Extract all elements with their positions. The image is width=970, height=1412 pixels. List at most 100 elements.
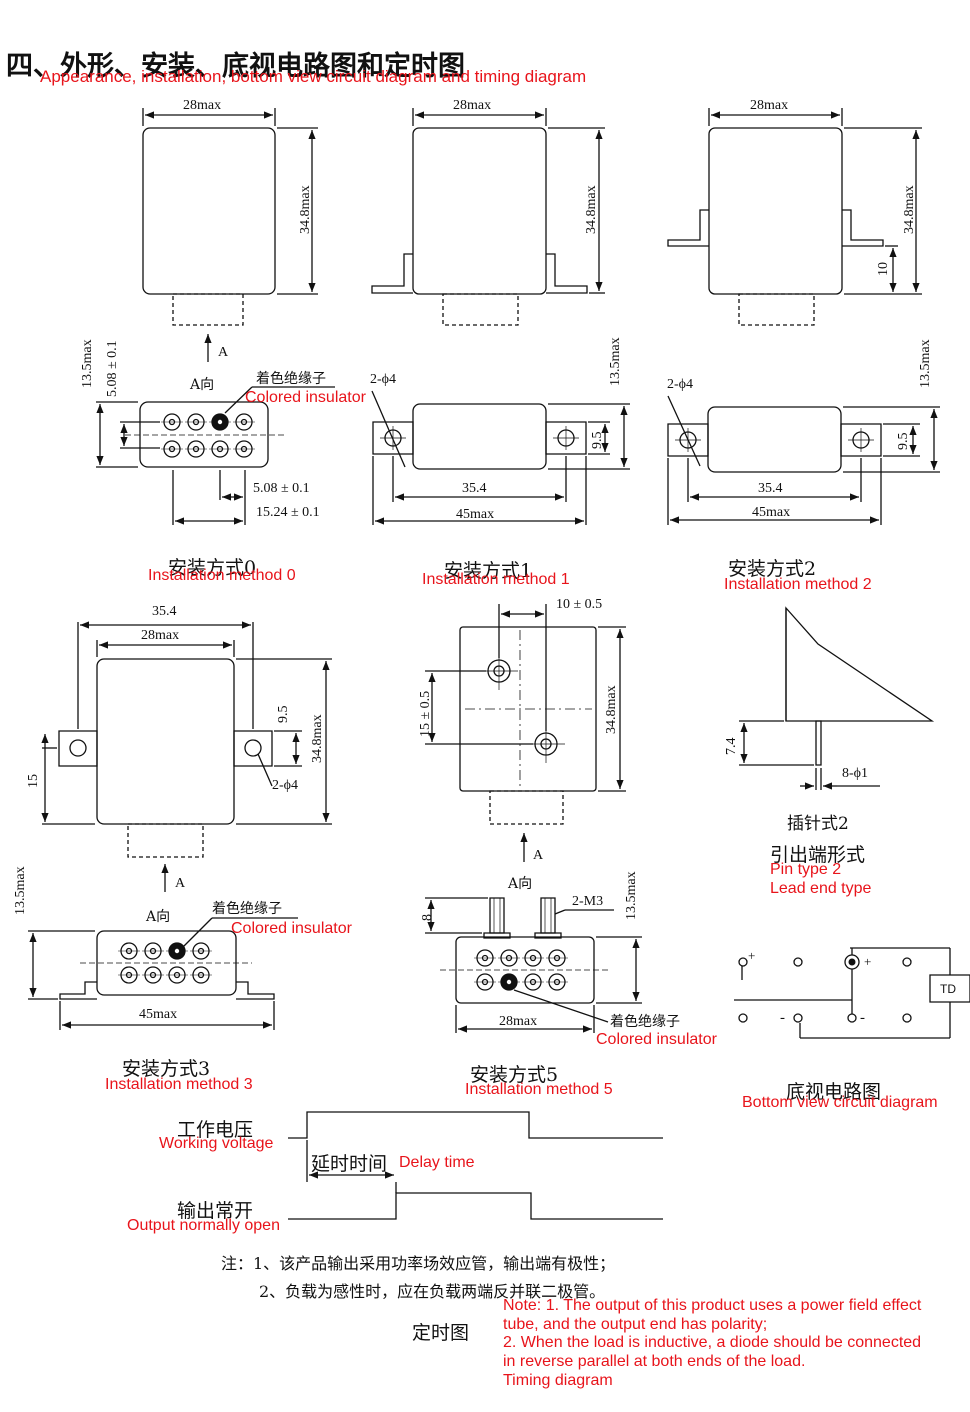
method1-front-view bbox=[372, 108, 605, 325]
method2-front-view bbox=[668, 108, 922, 325]
dim-13-5-m1: 13.5max bbox=[608, 337, 623, 386]
dim-15-m5: 15 ± 0.5 bbox=[418, 690, 433, 737]
method3-caption-en: Installation method 3 bbox=[105, 1076, 253, 1093]
method3-front-view bbox=[41, 621, 332, 892]
method1-caption: 安装方式1 bbox=[444, 560, 533, 582]
m3-label: 2-M3 bbox=[572, 894, 604, 909]
dim-35-4-m1: 35.4 bbox=[462, 481, 487, 496]
dim-5-08-vertical: 5.08 ± 0.1 bbox=[105, 340, 120, 397]
working-voltage-label-en: Working voltage bbox=[159, 1135, 274, 1152]
arrow-a-m5: A bbox=[533, 848, 544, 863]
method5-caption-en: Installation method 5 bbox=[465, 1081, 613, 1098]
circuit-plus-left: + bbox=[748, 948, 756, 963]
dim-35-4-m3: 35.4 bbox=[152, 604, 177, 619]
note-en-4: in reverse parallel at both ends of the … bbox=[503, 1353, 806, 1370]
timing-caption: 定时图 bbox=[412, 1322, 470, 1344]
method2-caption-en: Installation method 2 bbox=[724, 576, 872, 593]
view-a-m0: A向 bbox=[190, 377, 215, 393]
dim-width-m0: 28max bbox=[183, 98, 222, 113]
circuit-minus-left: - bbox=[780, 1010, 785, 1026]
pin-type-caption: 插针式2 bbox=[787, 814, 849, 834]
pin-type-drawing bbox=[739, 608, 932, 790]
method0-caption: 安装方式0 bbox=[168, 557, 257, 579]
circuit-caption: 底视电路图 bbox=[786, 1081, 882, 1103]
method1-caption-en: Installation method 1 bbox=[422, 571, 570, 588]
dim-8-m5: 8 bbox=[420, 914, 435, 921]
holes-m3: 2-ϕ4 bbox=[272, 778, 299, 793]
method1-bottom-view bbox=[372, 391, 630, 525]
method5-caption: 安装方式5 bbox=[470, 1064, 559, 1086]
holes-m1: 2-ϕ4 bbox=[370, 372, 397, 387]
dim-13-5-m5: 13.5max bbox=[624, 871, 639, 920]
method2-caption: 安装方式2 bbox=[728, 558, 817, 580]
delay-time-label: 延时时间 bbox=[311, 1153, 388, 1175]
note-en-5: Timing diagram bbox=[503, 1372, 613, 1389]
pin-type-caption-en: Pin type 2 bbox=[770, 861, 842, 878]
dim-13-5-m3: 13.5max bbox=[13, 866, 28, 915]
insulator-label-m5: 着色绝缘子 bbox=[610, 1014, 680, 1030]
dim-35-4-m2: 35.4 bbox=[758, 481, 783, 496]
method0-front-view bbox=[143, 108, 318, 362]
working-voltage-label: 工作电压 bbox=[177, 1119, 254, 1141]
dim-45-m3: 45max bbox=[139, 1007, 178, 1022]
dim-45-m1: 45max bbox=[456, 507, 495, 522]
insulator-label-m3: 着色绝缘子 bbox=[212, 901, 282, 917]
method5-bottom-view bbox=[425, 898, 642, 1033]
dim-45-m2: 45max bbox=[752, 505, 791, 520]
circuit-plus-right: + bbox=[864, 954, 872, 969]
dim-width-m3: 28max bbox=[141, 628, 180, 643]
view-a-m3: A向 bbox=[146, 909, 171, 925]
dim-height-m5: 34.8max bbox=[604, 685, 619, 734]
method5-front-view bbox=[425, 604, 626, 862]
note-en-2: tube, and the output end has polarity; bbox=[503, 1316, 768, 1333]
lead-type-caption: 引出端形式 bbox=[770, 844, 866, 866]
output-no-label-en: Output normally open bbox=[127, 1217, 280, 1234]
dim-height-m1: 34.8max bbox=[584, 185, 599, 234]
method3-caption: 安装方式3 bbox=[122, 1058, 211, 1080]
arrow-a-m3: A bbox=[175, 876, 186, 891]
dim-9-5-m2: 9.5 bbox=[896, 432, 911, 451]
insulator-label-en-m5: Colored insulator bbox=[596, 1031, 717, 1048]
dim-15-24: 15.24 ± 0.1 bbox=[256, 505, 320, 520]
circuit-insulator-pin bbox=[848, 958, 856, 966]
circuit-diagram bbox=[734, 948, 970, 1038]
note-en-1: Note: 1. The output of this product uses… bbox=[503, 1297, 922, 1314]
dim-10-m5: 10 ± 0.5 bbox=[556, 597, 603, 612]
dim-height-m0: 34.8max bbox=[298, 185, 313, 234]
dim-5-08: 5.08 ± 0.1 bbox=[253, 481, 310, 496]
note-line-1: 注：1、该产品输出采用功率场效应管，输出端有极性； bbox=[221, 1254, 616, 1273]
dim-10-m2: 10 bbox=[876, 262, 891, 276]
dim-15-m3: 15 bbox=[26, 774, 41, 788]
td-label: TD bbox=[940, 982, 956, 996]
dim-width-m2: 28max bbox=[750, 98, 789, 113]
dim-height-m3: 34.8max bbox=[310, 714, 325, 763]
dim-13-5-m2: 13.5max bbox=[918, 339, 933, 388]
method0-bottom-view bbox=[96, 387, 335, 525]
pin-count-label: 8-ϕ1 bbox=[842, 766, 869, 781]
view-a-m5: A向 bbox=[508, 876, 533, 892]
method0-caption-en: Installation method 0 bbox=[148, 567, 296, 584]
insulator-label-m0: 着色绝缘子 bbox=[256, 371, 326, 387]
output-no-label: 输出常开 bbox=[177, 1200, 254, 1222]
pin-groups bbox=[118, 414, 568, 990]
delay-time-label-en: Delay time bbox=[399, 1154, 475, 1171]
section-title-en: Appearance, installation, bottom view ci… bbox=[40, 67, 587, 86]
dim-9-5-m1: 9.5 bbox=[590, 431, 605, 450]
lead-type-caption-en: Lead end type bbox=[770, 880, 872, 897]
dim-7-4: 7.4 bbox=[724, 737, 739, 756]
timing-diagram bbox=[288, 1112, 663, 1219]
section-title: 四、外形、安装、底视电路图和定时图 bbox=[6, 51, 465, 82]
dim-13-5-m0: 13.5max bbox=[80, 339, 95, 388]
method2-bottom-view bbox=[668, 396, 940, 525]
holes-m2: 2-ϕ4 bbox=[667, 377, 694, 392]
method3-bottom-view bbox=[28, 918, 298, 1030]
dim-width-m5: 28max bbox=[499, 1014, 538, 1029]
circuit-pins bbox=[739, 955, 911, 1022]
arrow-a-m0: A bbox=[218, 345, 229, 360]
dim-9-5-m3: 9.5 bbox=[276, 705, 291, 724]
circuit-minus-right: - bbox=[860, 1010, 865, 1026]
dim-height-m2: 34.8max bbox=[902, 185, 917, 234]
insulator-label-en-m0: Colored insulator bbox=[245, 389, 366, 406]
insulator-label-en-m3: Colored insulator bbox=[231, 920, 352, 937]
